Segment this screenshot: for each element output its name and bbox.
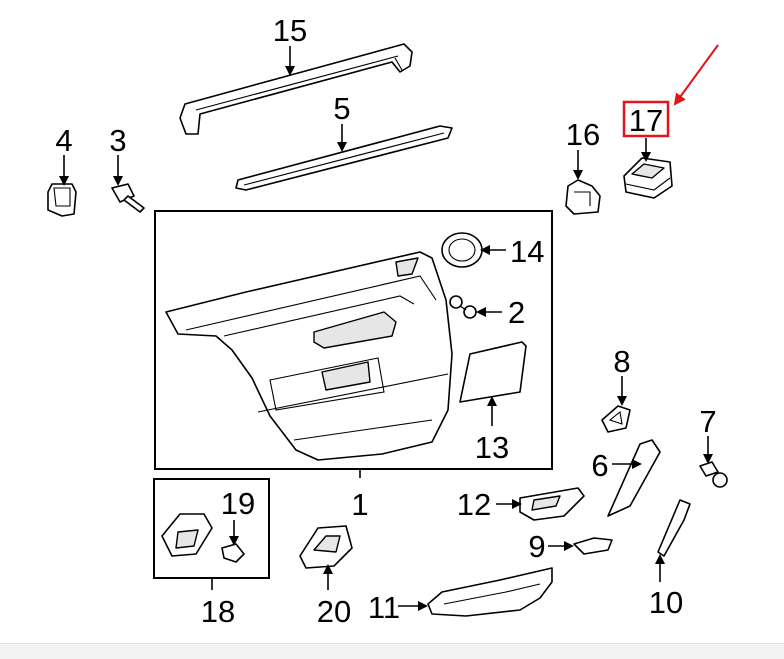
part-18-handle xyxy=(161,513,213,557)
bottom-band xyxy=(0,643,784,659)
callout-8: 8 xyxy=(613,344,630,379)
part-1-door-trim-panel xyxy=(165,251,453,461)
part-17-switch xyxy=(623,157,673,199)
leader-lines xyxy=(59,46,713,611)
part-13-insert xyxy=(459,341,527,403)
part-5-belt-molding xyxy=(235,125,453,191)
callout-14: 14 xyxy=(510,234,544,269)
callout-1: 1 xyxy=(351,487,368,522)
callout-6: 6 xyxy=(591,448,608,483)
door-panel-frame xyxy=(154,210,553,470)
part-4-clip xyxy=(47,183,77,217)
part-6-bracket xyxy=(607,439,661,517)
part-10-strip xyxy=(657,499,691,557)
callout-16: 16 xyxy=(566,117,600,152)
callout-10: 10 xyxy=(649,585,683,620)
callout-4: 4 xyxy=(55,123,72,158)
callout-15: 15 xyxy=(273,13,307,48)
part-8-grommet xyxy=(601,405,631,433)
highlight-arrow xyxy=(673,44,719,106)
callout-17[interactable]: 17 xyxy=(629,103,663,138)
callout-19: 19 xyxy=(221,486,255,521)
part-16-bracket xyxy=(565,179,601,215)
part-9-clip xyxy=(573,537,613,555)
part-3-screw xyxy=(111,183,145,213)
callout-20: 20 xyxy=(317,594,351,629)
callout-11: 11 xyxy=(368,590,400,625)
part-19-screw xyxy=(221,543,245,563)
callout-3: 3 xyxy=(109,123,126,158)
callout-2: 2 xyxy=(508,295,525,330)
callout-9: 9 xyxy=(528,529,545,564)
part-14-speaker xyxy=(441,232,483,268)
part-7-bolt xyxy=(699,461,728,488)
part-11-armrest xyxy=(427,567,553,617)
callout-12: 12 xyxy=(457,487,491,522)
part-2-fastener xyxy=(449,295,477,319)
highlight-box xyxy=(622,100,670,138)
callout-7: 7 xyxy=(699,404,716,439)
callout-18: 18 xyxy=(201,594,235,629)
part-12-switch-bezel xyxy=(519,487,585,521)
callout-5: 5 xyxy=(333,91,350,126)
callout-13: 13 xyxy=(475,430,509,465)
part-15-upper-strip xyxy=(179,43,413,135)
part-20-bezel xyxy=(299,525,353,569)
